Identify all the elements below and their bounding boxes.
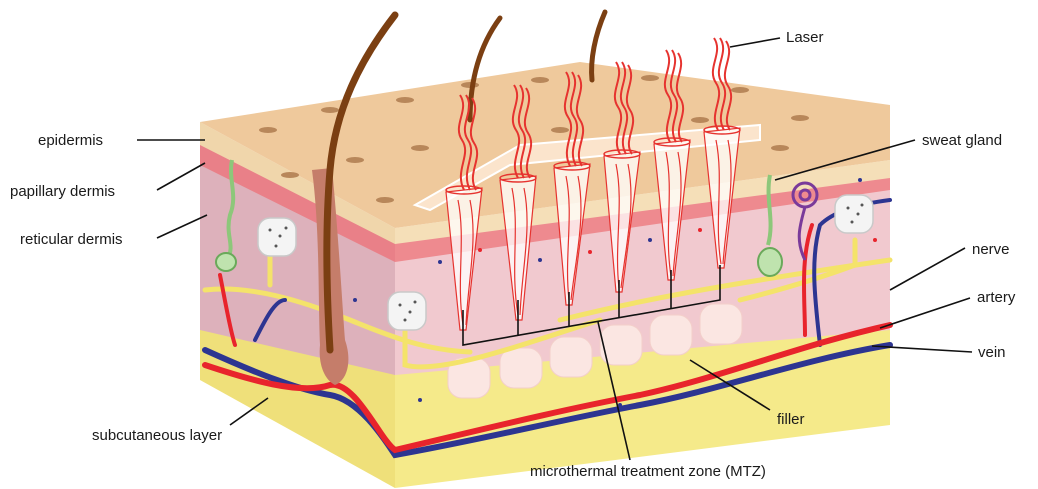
label-subcutaneous-layer: subcutaneous layer [92, 427, 222, 444]
label-epidermis: epidermis [38, 132, 103, 149]
label-laser: Laser [786, 29, 824, 46]
label-reticular-dermis: reticular dermis [20, 231, 123, 248]
label-sweat-gland: sweat gland [922, 132, 1002, 149]
label-artery: artery [977, 289, 1016, 306]
label-nerve: nerve [972, 241, 1010, 258]
label-mtz: microthermal treatment zone (MTZ) [530, 463, 766, 480]
label-papillary-dermis: papillary dermis [10, 183, 115, 200]
label-filler: filler [777, 411, 805, 428]
label-vein: vein [978, 344, 1006, 361]
